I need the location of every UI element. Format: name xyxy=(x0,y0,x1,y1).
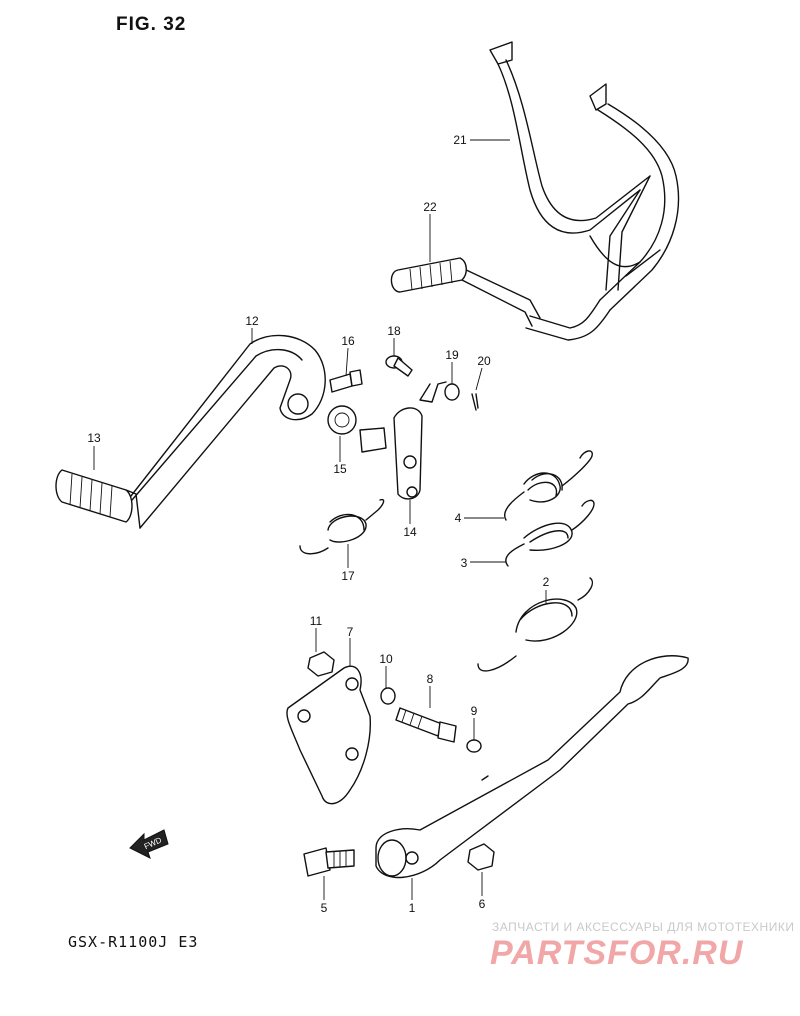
callout-15: 15 xyxy=(333,462,347,476)
leader-lines xyxy=(93,139,547,900)
fwd-arrow-icon: FWD xyxy=(129,829,169,859)
callout-10: 10 xyxy=(379,652,393,666)
center-stand-frame xyxy=(489,41,680,341)
spring-17 xyxy=(299,498,385,555)
washer-19 xyxy=(444,383,460,401)
callout-18: 18 xyxy=(387,324,401,338)
callout-13: 13 xyxy=(87,431,101,445)
side-stand-bracket xyxy=(286,665,372,805)
callout-6: 6 xyxy=(478,897,486,911)
washer-15 xyxy=(327,405,357,435)
callout-22: 22 xyxy=(423,200,437,214)
callout-2: 2 xyxy=(542,575,550,589)
model-label: GSX-R1100J E3 xyxy=(68,933,199,951)
shift-rubber xyxy=(55,469,141,529)
figure-title: FIG. 32 xyxy=(116,14,187,35)
stand-pedal-arm xyxy=(390,257,541,327)
pivot-bolt-5 xyxy=(303,847,355,877)
pin-18 xyxy=(385,355,413,377)
watermark-logo: PARTSFOR.RU xyxy=(490,934,744,972)
callout-12: 12 xyxy=(245,314,259,328)
callout-20: 20 xyxy=(477,354,491,368)
callout-14: 14 xyxy=(403,525,417,539)
spring-3 xyxy=(505,499,595,567)
spring-2 xyxy=(477,577,594,672)
callout-3: 3 xyxy=(460,556,468,570)
callout-9: 9 xyxy=(470,704,478,718)
nut-6 xyxy=(467,843,495,871)
callout-19: 19 xyxy=(445,348,459,362)
callout-1: 1 xyxy=(408,901,416,915)
washer-10 xyxy=(380,687,396,705)
cap-9 xyxy=(466,739,482,753)
callout-4: 4 xyxy=(454,511,462,525)
cotter-pin-20 xyxy=(471,393,479,411)
watermark-tagline: ЗАПЧАСТИ И АКСЕССУАРЫ ДЛЯ МОТОТЕХНИКИ xyxy=(492,920,795,934)
callout-17: 17 xyxy=(341,569,355,583)
side-stand xyxy=(375,655,689,879)
callout-7: 7 xyxy=(346,625,354,639)
shift-link-arm xyxy=(359,381,447,500)
bolt-8 xyxy=(395,707,457,743)
callout-8: 8 xyxy=(426,672,434,686)
bolt-16 xyxy=(329,369,363,393)
gear-shift-lever xyxy=(119,334,326,529)
spring-4 xyxy=(504,450,593,521)
callout-16: 16 xyxy=(341,334,355,348)
callout-5: 5 xyxy=(320,901,328,915)
callout-21: 21 xyxy=(453,133,467,147)
callout-11: 11 xyxy=(309,614,323,628)
nut-11 xyxy=(307,651,335,677)
